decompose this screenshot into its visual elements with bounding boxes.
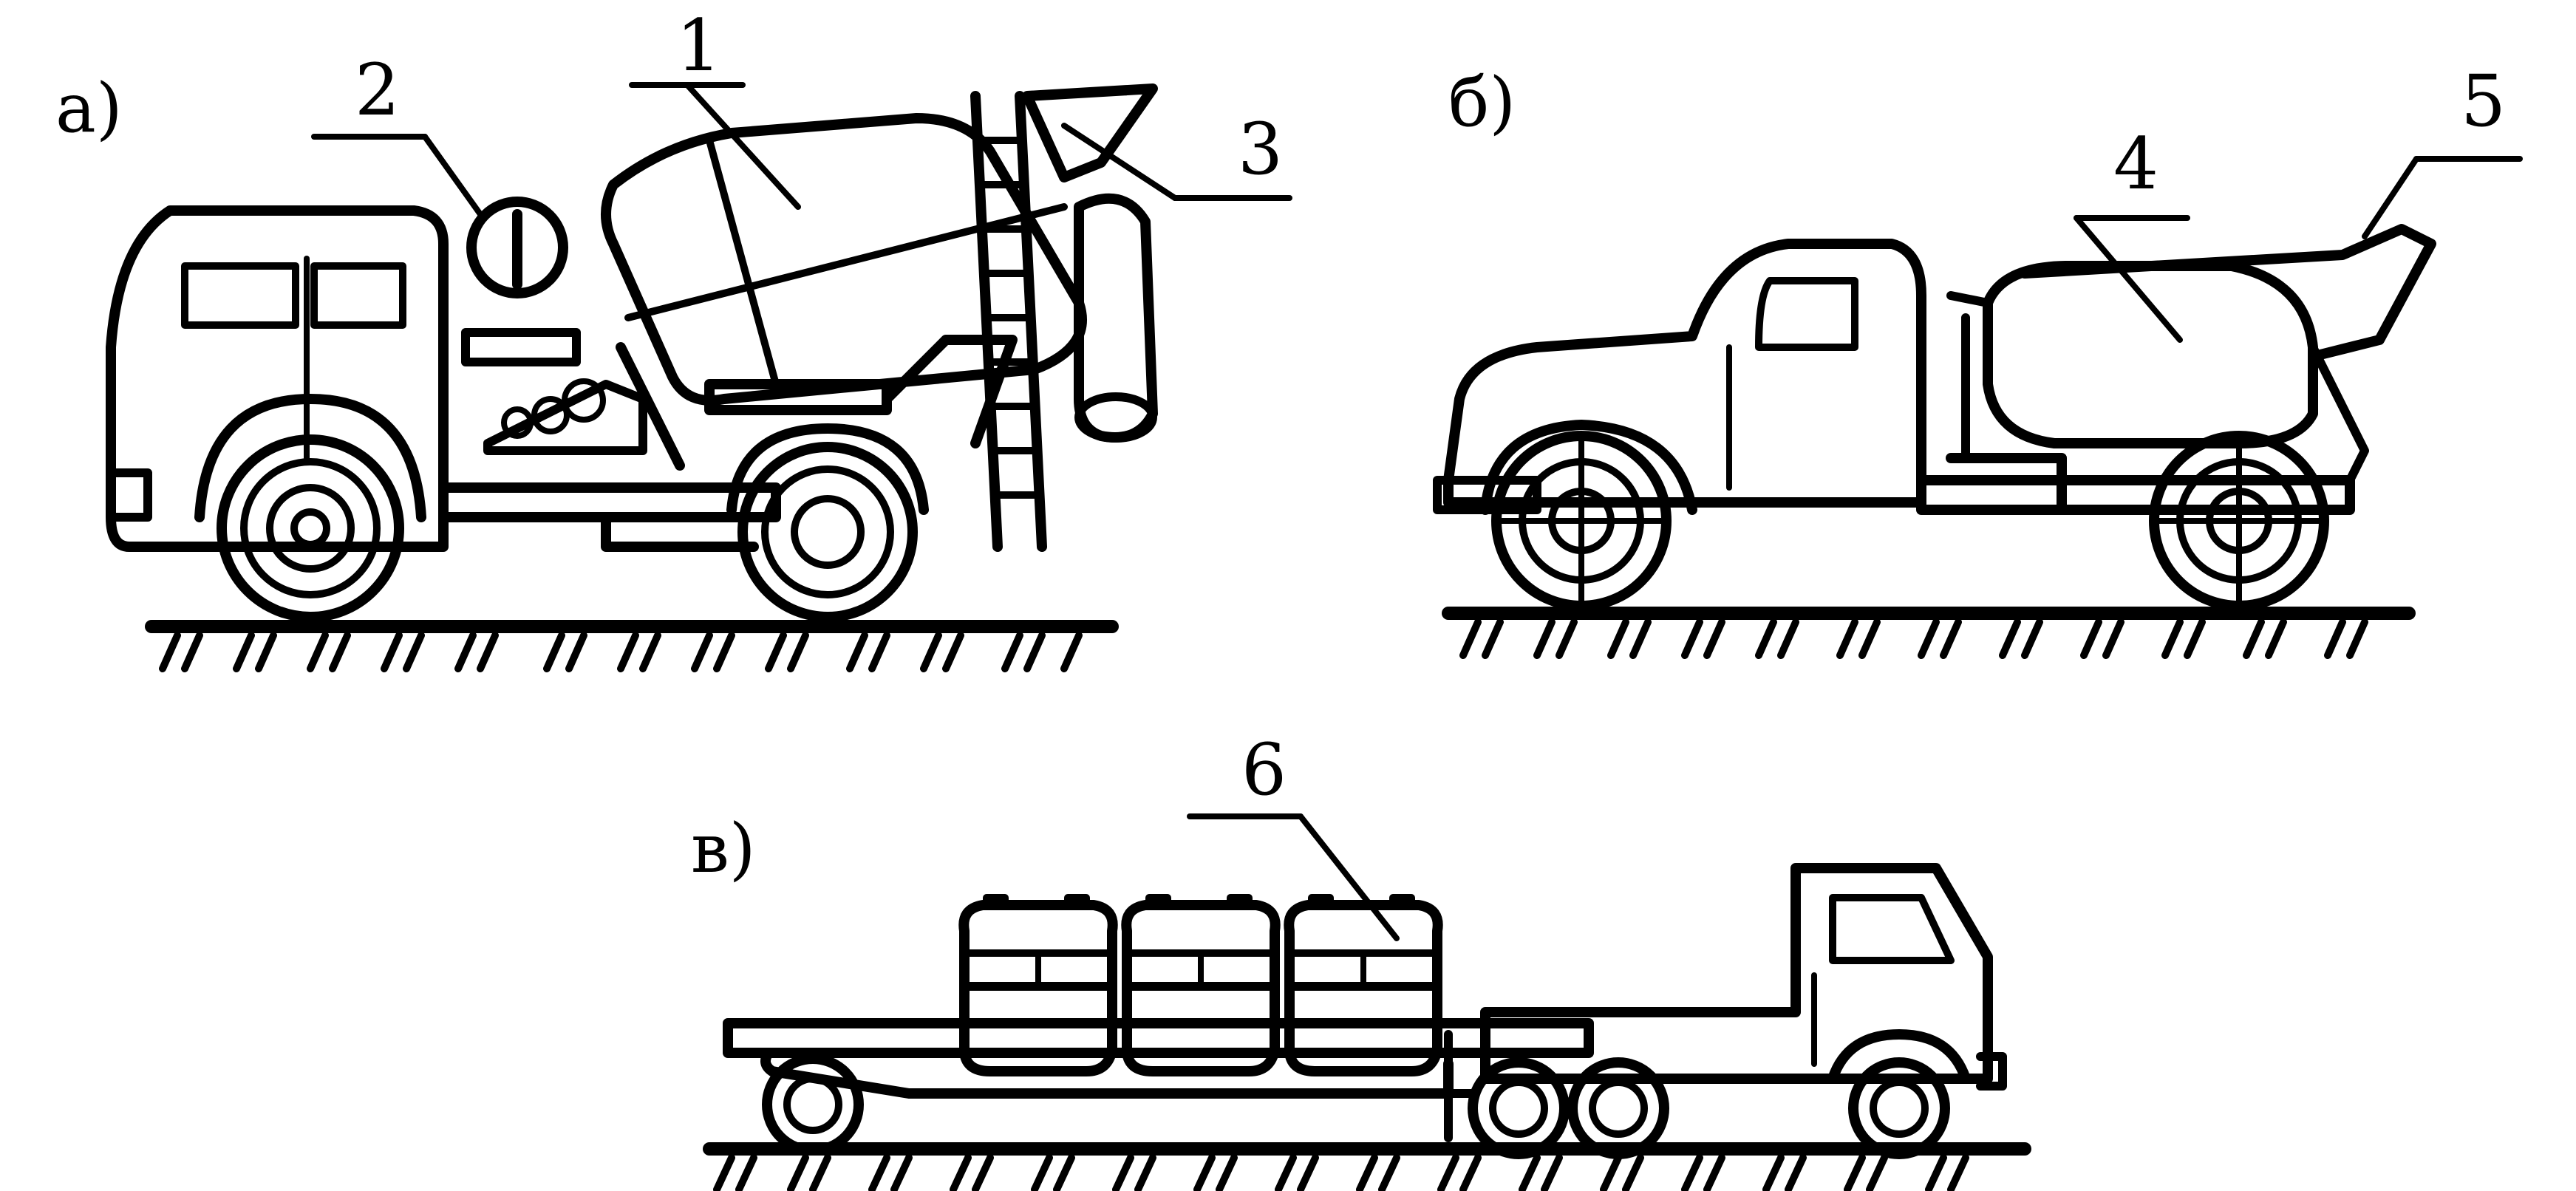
panel-c-ground (703, 1142, 2031, 1191)
panel-b-callouts: 4 5 (2074, 60, 2523, 343)
panel-c-tractor (1422, 863, 2007, 1142)
panel-b-label: б) (1448, 63, 1516, 142)
panel-a-ladder (970, 91, 1047, 552)
panel-c-callouts: 6 (1187, 728, 1400, 941)
panel-c: в) (691, 728, 2031, 1191)
panel-a-rear-wheel (726, 423, 929, 622)
panel-c-tractor-wheel (1567, 1057, 1669, 1159)
panel-a-hopper (1022, 83, 1158, 443)
panel-c-tractor-wheel (1468, 1057, 1570, 1159)
callout-4-label: 4 (2113, 123, 2158, 205)
callout-2-label: 2 (355, 49, 400, 132)
panel-b-rear-wheel (2149, 431, 2329, 611)
panel-c-label: в) (691, 809, 756, 888)
panel-a-ground (145, 620, 1119, 672)
callout-3-label: 3 (1238, 108, 1283, 191)
callout-5-label: 5 (2461, 60, 2506, 143)
panel-a-mixing-drum (601, 113, 1087, 415)
panel-c-containers (958, 894, 1443, 1076)
callout-6-label: 6 (1241, 728, 1287, 811)
panel-b-bucket (1946, 261, 2318, 463)
container (1121, 894, 1281, 1076)
panel-c-trailer-wheel (762, 1054, 864, 1156)
panel-a-water-tank (466, 197, 568, 298)
panel-a-label: а) (55, 69, 123, 148)
panel-b-ground (1442, 607, 2416, 659)
panel-a-cab (106, 205, 449, 552)
callout-1-label: 1 (676, 4, 721, 87)
panel-a-frame (438, 482, 781, 552)
panel-a-callouts: 1 2 3 (311, 4, 1292, 217)
panel-a-front-wheel (194, 394, 426, 622)
container (1284, 894, 1443, 1076)
panel-a: а) (55, 4, 1292, 672)
panel-c-tractor-wheel (1827, 1029, 1971, 1159)
container (958, 894, 1118, 1076)
panel-b-tipping-arm (2020, 224, 2436, 485)
panel-b: б) (1433, 60, 2523, 659)
panel-b-frame (1916, 453, 2355, 515)
panel-b-front-wheel (1480, 420, 1697, 611)
panel-a-drive-unit (461, 328, 647, 455)
